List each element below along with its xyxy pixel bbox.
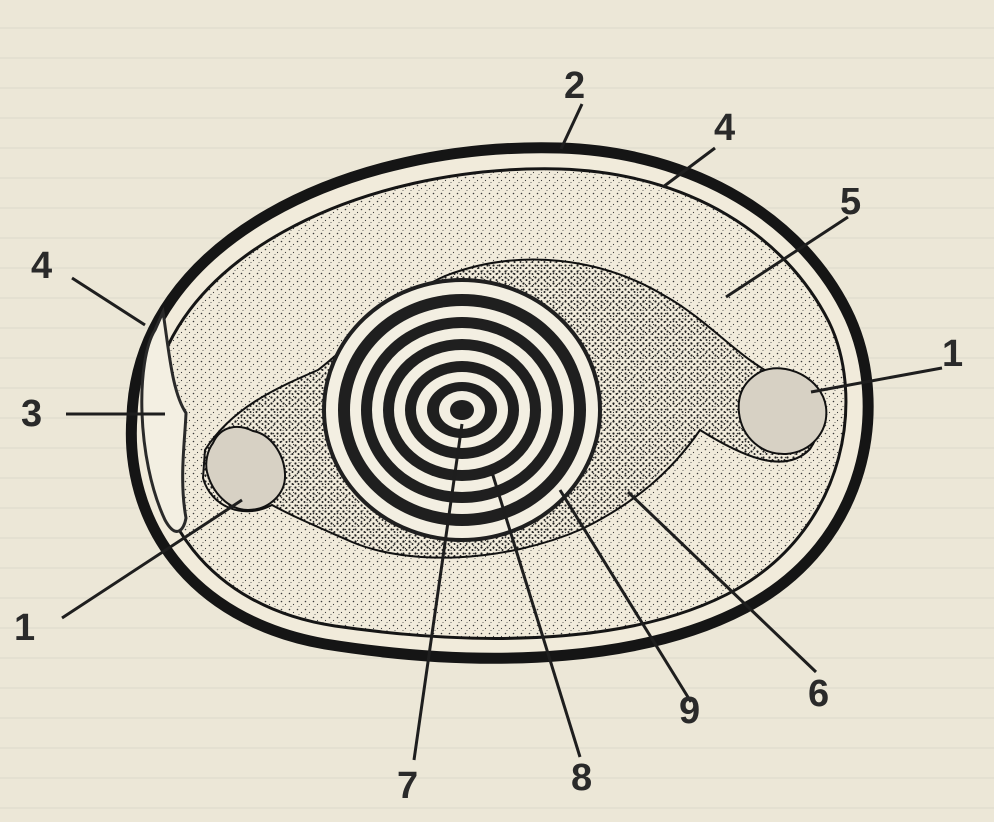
label-6: 6 — [808, 673, 829, 715]
label-4-left: 4 — [31, 245, 52, 287]
yolk-rings — [324, 280, 600, 540]
label-8: 8 — [571, 757, 592, 799]
label-1-right: 1 — [942, 333, 963, 375]
label-1-left: 1 — [14, 607, 35, 649]
label-3: 3 — [21, 393, 42, 435]
label-5: 5 — [840, 181, 861, 223]
label-2: 2 — [564, 65, 585, 107]
label-7: 7 — [397, 765, 418, 807]
label-4-top: 4 — [714, 107, 735, 149]
label-9: 9 — [679, 690, 700, 732]
